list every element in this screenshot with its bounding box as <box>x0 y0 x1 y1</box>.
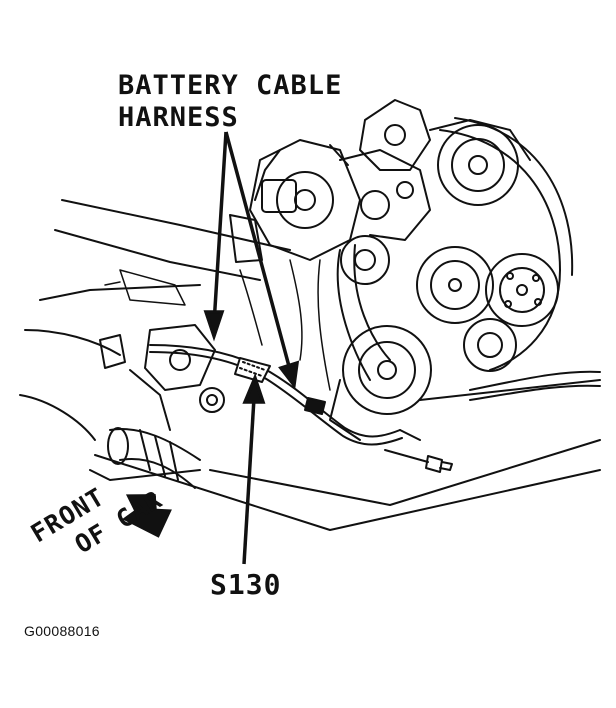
lower-right-pulley <box>463 318 517 372</box>
engine-block-outline <box>19 199 601 531</box>
battery-cable-harness-label-line1: BATTERY CABLE <box>118 70 343 101</box>
idler-pulley <box>340 235 390 285</box>
battery-cable-harness-label-line2: HARNESS <box>118 102 239 133</box>
battery-harness-arrowhead-left <box>203 310 225 342</box>
battery-harness-arrowhead-right <box>278 360 300 390</box>
s130-label: S130 <box>210 568 282 601</box>
water-pump-pulley <box>416 246 494 324</box>
alternator <box>229 139 361 263</box>
s130-arrowhead <box>242 373 266 404</box>
battery-terminal <box>99 324 225 431</box>
radiator-hose <box>107 427 201 489</box>
serpentine-belt <box>336 117 574 381</box>
battery-harness-arrows <box>203 131 300 390</box>
crankshaft-pulley <box>329 325 432 441</box>
mounting-bolt <box>384 449 453 473</box>
figure-id: G00088016 <box>24 623 100 639</box>
harness-connector <box>304 397 326 415</box>
upper-bracket <box>339 99 431 241</box>
s130-arrow <box>242 373 266 565</box>
battery-harness-arrow-right <box>224 131 292 371</box>
splice-s130 <box>234 357 271 383</box>
battery-harness-arrow-left <box>212 131 228 325</box>
front-of-car-arrow <box>122 494 172 538</box>
lower-pipe <box>469 370 601 401</box>
wiring-harness <box>149 259 421 446</box>
tensioner-pulley <box>485 253 559 327</box>
